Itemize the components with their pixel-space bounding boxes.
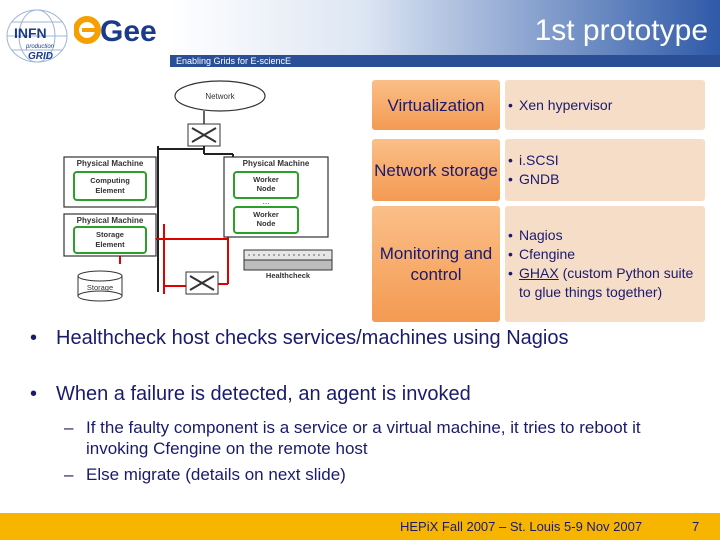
worker-node-box	[233, 206, 299, 234]
healthcheck-server-icon	[243, 249, 333, 271]
svg-text:Healthcheck: Healthcheck	[266, 271, 311, 280]
network-label: Network	[205, 92, 235, 101]
svg-text:Worker: Worker	[253, 175, 279, 184]
storage-element-box	[73, 226, 147, 254]
svg-text:Physical Machine: Physical Machine	[77, 216, 144, 225]
subtitle-bar	[170, 55, 720, 67]
list-item: Cfengine	[508, 245, 705, 264]
egee-logo: Gee	[74, 15, 157, 48]
page-title: 1st prototype	[534, 14, 708, 47]
storage-cylinder-icon	[77, 270, 123, 302]
computing-element-box	[73, 171, 147, 201]
footer-bar	[0, 513, 720, 540]
table-label-network-storage: Network storage	[372, 139, 500, 201]
svg-text:production: production	[25, 44, 55, 50]
title-bar	[170, 0, 720, 55]
svg-text:Node: Node	[257, 219, 276, 228]
table-cell-network-storage: i.SCSI GNDB	[505, 139, 705, 201]
list-item: GHAX (custom Python suite to glue things…	[508, 264, 705, 302]
svg-text:Element: Element	[95, 186, 125, 195]
network-cloud	[174, 80, 266, 112]
list-item: GNDB	[508, 170, 560, 189]
svg-text:Storage: Storage	[96, 230, 124, 239]
svg-text:INFN: INFN	[14, 25, 47, 41]
svg-text:Physical Machine: Physical Machine	[77, 159, 144, 168]
table-label-virtualization: Virtualization	[372, 80, 500, 130]
table-label-monitoring: Monitoring and control	[372, 206, 500, 322]
svg-text:Element: Element	[95, 240, 125, 249]
list-item: Xen hypervisor	[508, 96, 612, 115]
svg-text:Computing: Computing	[90, 176, 130, 185]
svg-text:...: ...	[263, 197, 270, 206]
footer-text: HEPiX Fall 2007 – St. Louis 5-9 Nov 2007	[400, 519, 643, 534]
svg-text:Gee: Gee	[100, 15, 157, 48]
svg-text:Node: Node	[257, 184, 276, 193]
svg-text:Worker: Worker	[253, 210, 279, 219]
sub-bullet-reboot: – If the faulty component is a service o…	[64, 418, 641, 458]
tagline: Enabling Grids for E-sciencE	[176, 56, 292, 66]
sub-bullet-migrate: – Else migrate (details on next slide)	[64, 465, 346, 484]
worker-node-box	[233, 171, 299, 199]
list-item: Nagios	[508, 226, 705, 245]
page-number: 7	[692, 519, 700, 534]
table-cell-virtualization: Xen hypervisor	[505, 80, 705, 130]
svg-text:Physical Machine: Physical Machine	[243, 159, 310, 168]
bullet-healthcheck: • Healthcheck host checks services/machi…	[30, 327, 569, 349]
svg-text:Storage: Storage	[87, 283, 113, 292]
svg-text:GRID: GRID	[28, 51, 53, 62]
infn-production-grid-logo: INFN production GRID	[6, 9, 68, 63]
architecture-diagram: Network Physical Machine Computing Eleme…	[63, 80, 333, 302]
bullet-failure: • When a failure is detected, an agent i…	[30, 383, 471, 405]
table-cell-monitoring: Nagios Cfengine GHAX (custom Python suit…	[505, 206, 705, 322]
list-item: i.SCSI	[508, 151, 559, 170]
ghax-link[interactable]: GHAX	[519, 265, 559, 281]
